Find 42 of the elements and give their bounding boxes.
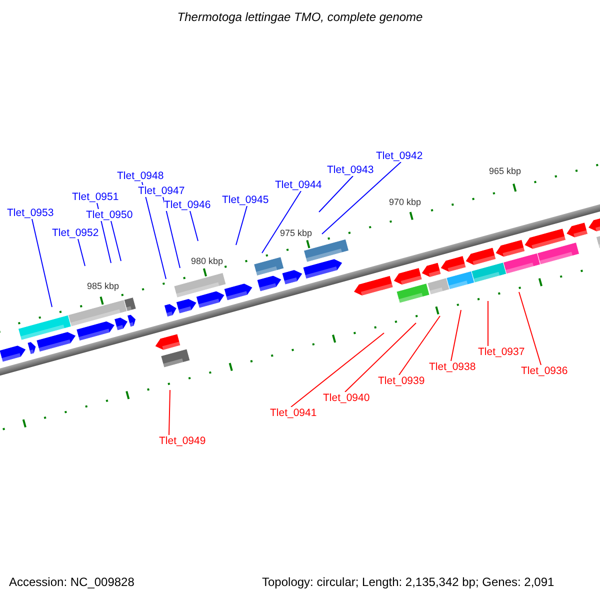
gene-label: Tlet_0947 xyxy=(138,185,185,197)
leader-line xyxy=(318,176,354,212)
scale-label: 975 kbp xyxy=(279,228,314,238)
leader-line xyxy=(142,182,166,280)
gene-label: Tlet_0940 xyxy=(323,392,370,404)
title: Thermotoga lettingae TMO, complete genome xyxy=(176,10,424,24)
scale-label: 970 kbp xyxy=(388,197,422,207)
leader-line xyxy=(262,190,302,254)
leader-line xyxy=(32,218,52,308)
gene-label: Tlet_0939 xyxy=(378,375,425,387)
gene-label: Tlet_0952 xyxy=(52,227,99,239)
gene-label: Tlet_0950 xyxy=(86,209,133,221)
leader-line xyxy=(518,292,542,366)
gene-label: Tlet_0948 xyxy=(117,170,164,182)
gene-label: Tlet_0944 xyxy=(275,179,322,191)
gene-label: Tlet_0937 xyxy=(478,346,525,358)
leader-line xyxy=(78,238,86,266)
gene-label: Tlet_0938 xyxy=(429,361,476,373)
leader-line xyxy=(110,220,122,262)
scale-label: 965 kbp xyxy=(488,166,522,176)
gene-label: Tlet_0951 xyxy=(72,191,119,203)
gene-label: Tlet_0945 xyxy=(222,194,269,206)
gene-label: Tlet_0946 xyxy=(164,199,211,211)
leader-line xyxy=(162,196,180,268)
scale-label: 980 kbp xyxy=(190,256,224,266)
leader-line xyxy=(190,210,198,242)
leader-line xyxy=(290,332,384,408)
gene-label: Tlet_0941 xyxy=(270,407,317,419)
gene-label: Tlet_0949 xyxy=(159,435,206,447)
leader-line xyxy=(236,206,248,246)
gene-label: Tlet_0953 xyxy=(7,207,54,219)
gene-label: Tlet_0936 xyxy=(521,365,568,377)
gene-label: Tlet_0943 xyxy=(327,164,374,176)
leader-line xyxy=(322,162,402,234)
gene-label: Tlet_0942 xyxy=(376,150,423,162)
leader-line xyxy=(168,390,170,436)
leader-line xyxy=(344,322,416,392)
leader-line xyxy=(450,310,462,362)
leader-line xyxy=(398,316,440,376)
genome-info-text: Topology: circular; Length: 2,135,342 bp; Genes: 2,091 xyxy=(262,575,554,589)
accession-text: Accession: NC_009828 xyxy=(9,575,134,589)
scale-label: 985 kbp xyxy=(86,281,120,291)
